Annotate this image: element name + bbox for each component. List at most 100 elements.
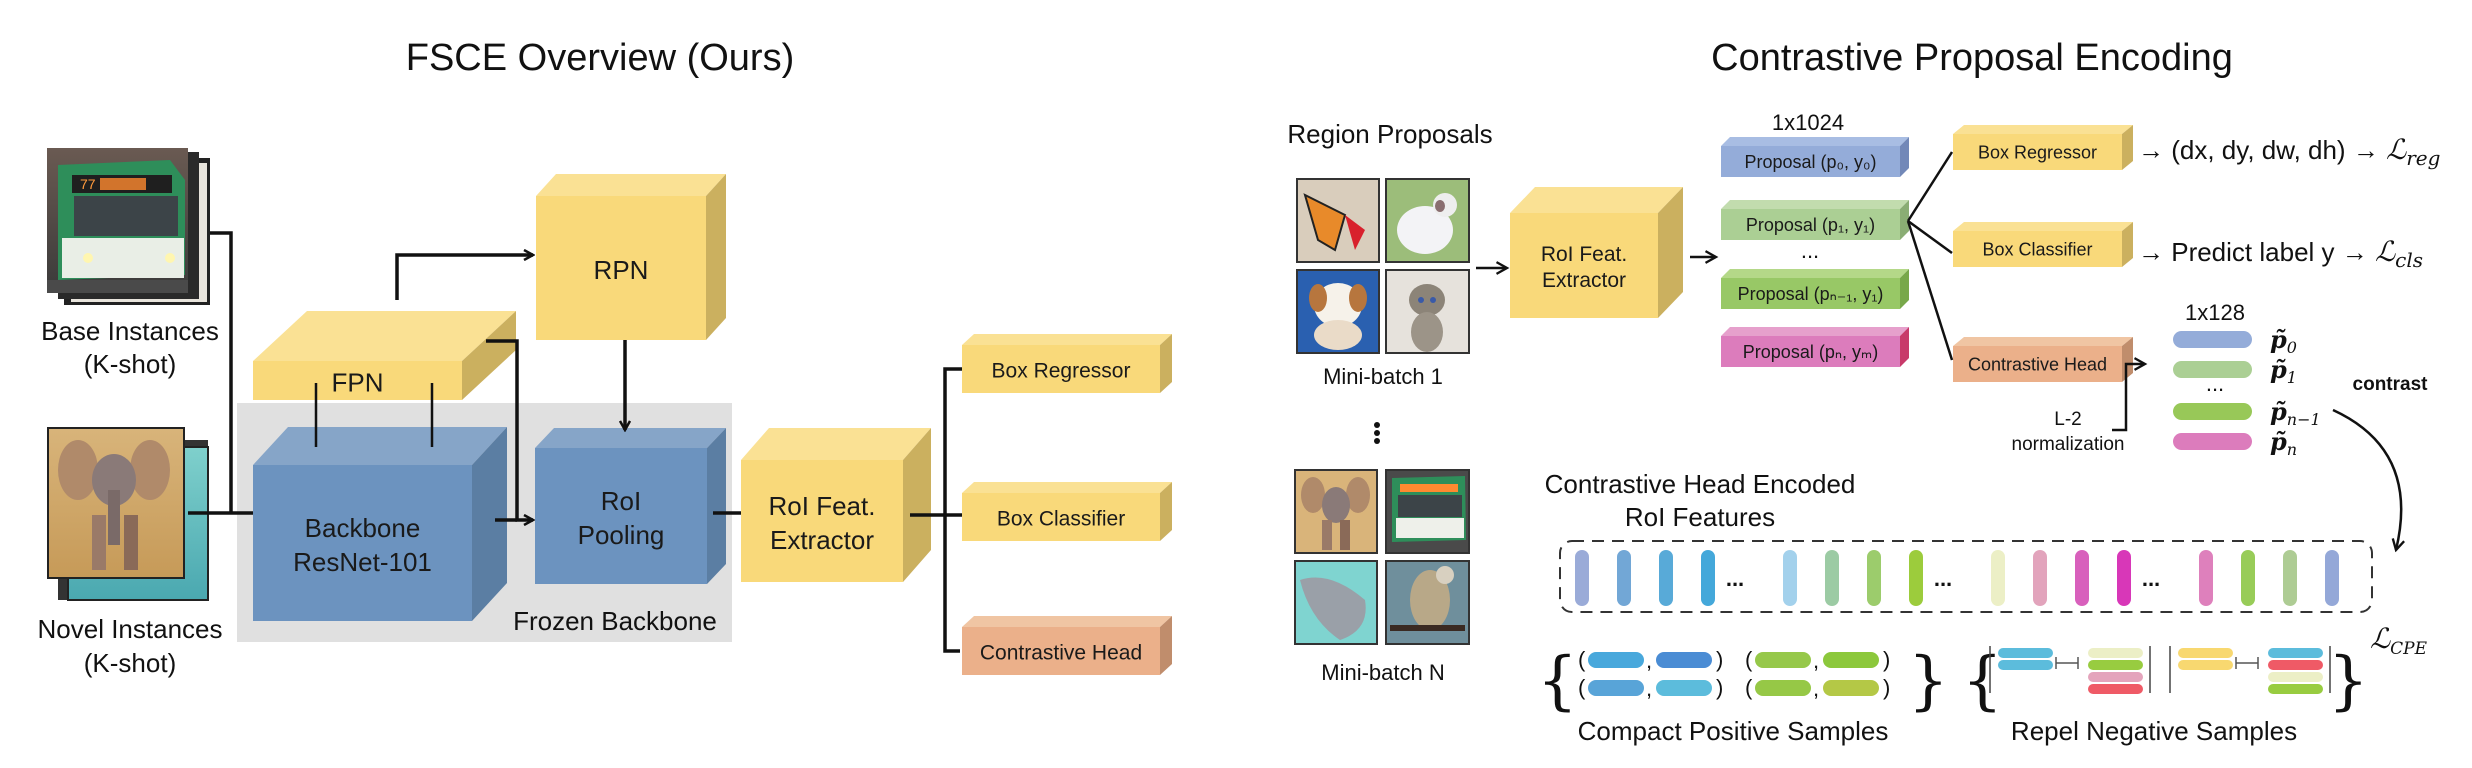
encoded-ellipsis: ... (1934, 566, 1952, 591)
box-classifier-block: Box Classifier (962, 482, 1172, 541)
box-classifier-block-label: Box Classifier (997, 507, 1125, 530)
rpn-block-front-face (536, 196, 706, 340)
right-contrastive-head-block: Contrastive Head (1953, 337, 2133, 382)
svg-text:(: ( (1578, 675, 1586, 700)
rpn-block-label: RPN (594, 255, 649, 285)
novel-instances-label: Novel Instances (38, 614, 223, 644)
positive-pair: (,) (1745, 647, 1890, 673)
proposal-bar-2-side-face (1900, 269, 1909, 309)
negative-group (2169, 646, 2331, 694)
contrastive-head-block-front-face (962, 627, 1160, 675)
box-regressor-block-front-face (962, 345, 1160, 393)
compact-open-brace: { (1537, 644, 1578, 718)
encoded-feature-bar (2033, 550, 2047, 606)
positive-sample (1588, 680, 1644, 696)
proposal-bar-0-top-face (1721, 137, 1909, 146)
right-roi-feat-extractor-block-label: RoI Feat. (1541, 243, 1627, 266)
proposal-bar-2: Proposal (pₙ₋₁, y₁) (1721, 269, 1909, 309)
anchor-sample (1998, 660, 2053, 670)
roi-feat-extractor-block-side-face (903, 428, 931, 582)
reg-loss-symbol: ℒ (2386, 133, 2407, 166)
right-panel-title: Contrastive Proposal Encoding (1711, 37, 2233, 79)
minibatch-1-label: Mini-batch 1 (1323, 364, 1443, 389)
embedding-label-0: p̃0 (2270, 325, 2297, 357)
encoded-ellipsis: ... (1726, 566, 1744, 591)
positive-pair: (,) (1745, 675, 1890, 701)
negative-sample (2088, 648, 2143, 658)
box-classifier-block-front-face (962, 493, 1160, 541)
proposal-bar-3-label: Proposal (pₙ, yₘ) (1743, 342, 1878, 362)
left-connectors (188, 231, 962, 653)
l2-label: L-2 (2054, 409, 2081, 430)
svg-text:(: ( (1745, 647, 1753, 672)
proposal-bar-1-label: Proposal (p₁, y₁) (1746, 215, 1875, 235)
right-roi-feat-extractor-block-front-face (1510, 213, 1658, 318)
fpn-to-rpn-arrow (395, 255, 533, 300)
bus-thumb-image (1385, 469, 1470, 554)
contrastive-head-block-side-face (1160, 616, 1172, 675)
positive-sample (1823, 680, 1879, 696)
svg-text:77: 77 (80, 176, 96, 192)
embedding-bar-0 (2173, 331, 2252, 348)
elephant-image (47, 427, 185, 579)
proposals-ellipsis: ... (1801, 238, 1819, 263)
anchor-sample (1998, 648, 2053, 658)
base-to-backbone-line (210, 231, 233, 513)
embedding-bar-2 (2173, 403, 2252, 420)
proposal-bar-3-front-face (1721, 336, 1900, 367)
fpn-block: FPN (253, 311, 516, 400)
encoded-feature-bar (1575, 550, 1589, 606)
box-classifier-output: → Predict label y → ℒcls (2138, 235, 2423, 272)
right-contrastive-head-block-front-face (1953, 346, 2122, 382)
right-contrastive-head-block-label: Contrastive Head (1968, 354, 2107, 374)
fpn-block-front-face (253, 361, 462, 400)
box-regressor-block-side-face (1160, 334, 1172, 393)
proposal-bar-1-side-face (1900, 200, 1909, 240)
roi-pooling-block-top-face (535, 428, 726, 448)
repel-close-brace: } (2328, 644, 2369, 718)
svg-text:,: , (1813, 648, 1819, 673)
encoded-features-label-1: Contrastive Head Encoded (1545, 469, 1856, 499)
positive-pair: (,) (1578, 647, 1723, 673)
box-classifier-block-side-face (1160, 482, 1172, 541)
region-proposals-label: Region Proposals (1287, 119, 1492, 149)
contrast-label: contrast (2353, 374, 2429, 395)
encoded-feature-bar (1825, 550, 1839, 606)
roi-pooling-block-label: RoI (601, 486, 641, 516)
rpn-block-side-face (706, 174, 726, 340)
fpn-to-roi-pooling-arrow (486, 339, 533, 520)
svg-text:): ) (1883, 647, 1890, 672)
right-box-regressor-block-front-face (1953, 134, 2122, 170)
encoded-feature-bar (2241, 550, 2255, 606)
normalization-label: normalization (2012, 434, 2125, 455)
elephant-thumb-image (1294, 469, 1378, 554)
white-puppy-image (1385, 178, 1470, 263)
heads-branch-line (943, 367, 962, 653)
novel-instances-kshot-label: (K-shot) (84, 648, 176, 678)
cls-loss-subscript: cls (2395, 248, 2423, 272)
box-regressor-block-top-face (962, 334, 1172, 345)
roi-feat-extractor-block-front-face (741, 460, 903, 582)
repel-negative-label: Repel Negative Samples (2011, 716, 2297, 746)
encoded-feature-bar (2325, 550, 2339, 606)
roi-feat-extractor-block-label: Extractor (770, 525, 874, 555)
embedding-bar-3 (2173, 433, 2252, 450)
backbone-block-top-face (253, 427, 507, 465)
proposal-bar-3-top-face (1721, 327, 1909, 336)
proposal-bar-2-front-face (1721, 278, 1900, 309)
compact-positive-label: Compact Positive Samples (1578, 716, 1889, 746)
negative-sample (2088, 684, 2143, 694)
proposal-bar-1: Proposal (p₁, y₁) (1721, 200, 1909, 240)
right-roi-feat-extractor-block-top-face (1510, 187, 1683, 213)
embedding-label-3: p̃n (2270, 427, 2297, 459)
right-box-classifier-block-front-face (1953, 231, 2122, 267)
cls-loss-symbol: ℒ (2375, 235, 2396, 268)
right-box-classifier-block-label: Box Classifier (1982, 239, 2092, 259)
proposal-bar-0-label: Proposal (p₀, y₀) (1745, 152, 1877, 172)
negative-sample (2268, 672, 2323, 682)
encoded-feature-bar (2199, 550, 2213, 606)
negative-group (1989, 646, 2151, 694)
encoded-feature-bar (1783, 550, 1797, 606)
encoded-feature-bar (2283, 550, 2297, 606)
